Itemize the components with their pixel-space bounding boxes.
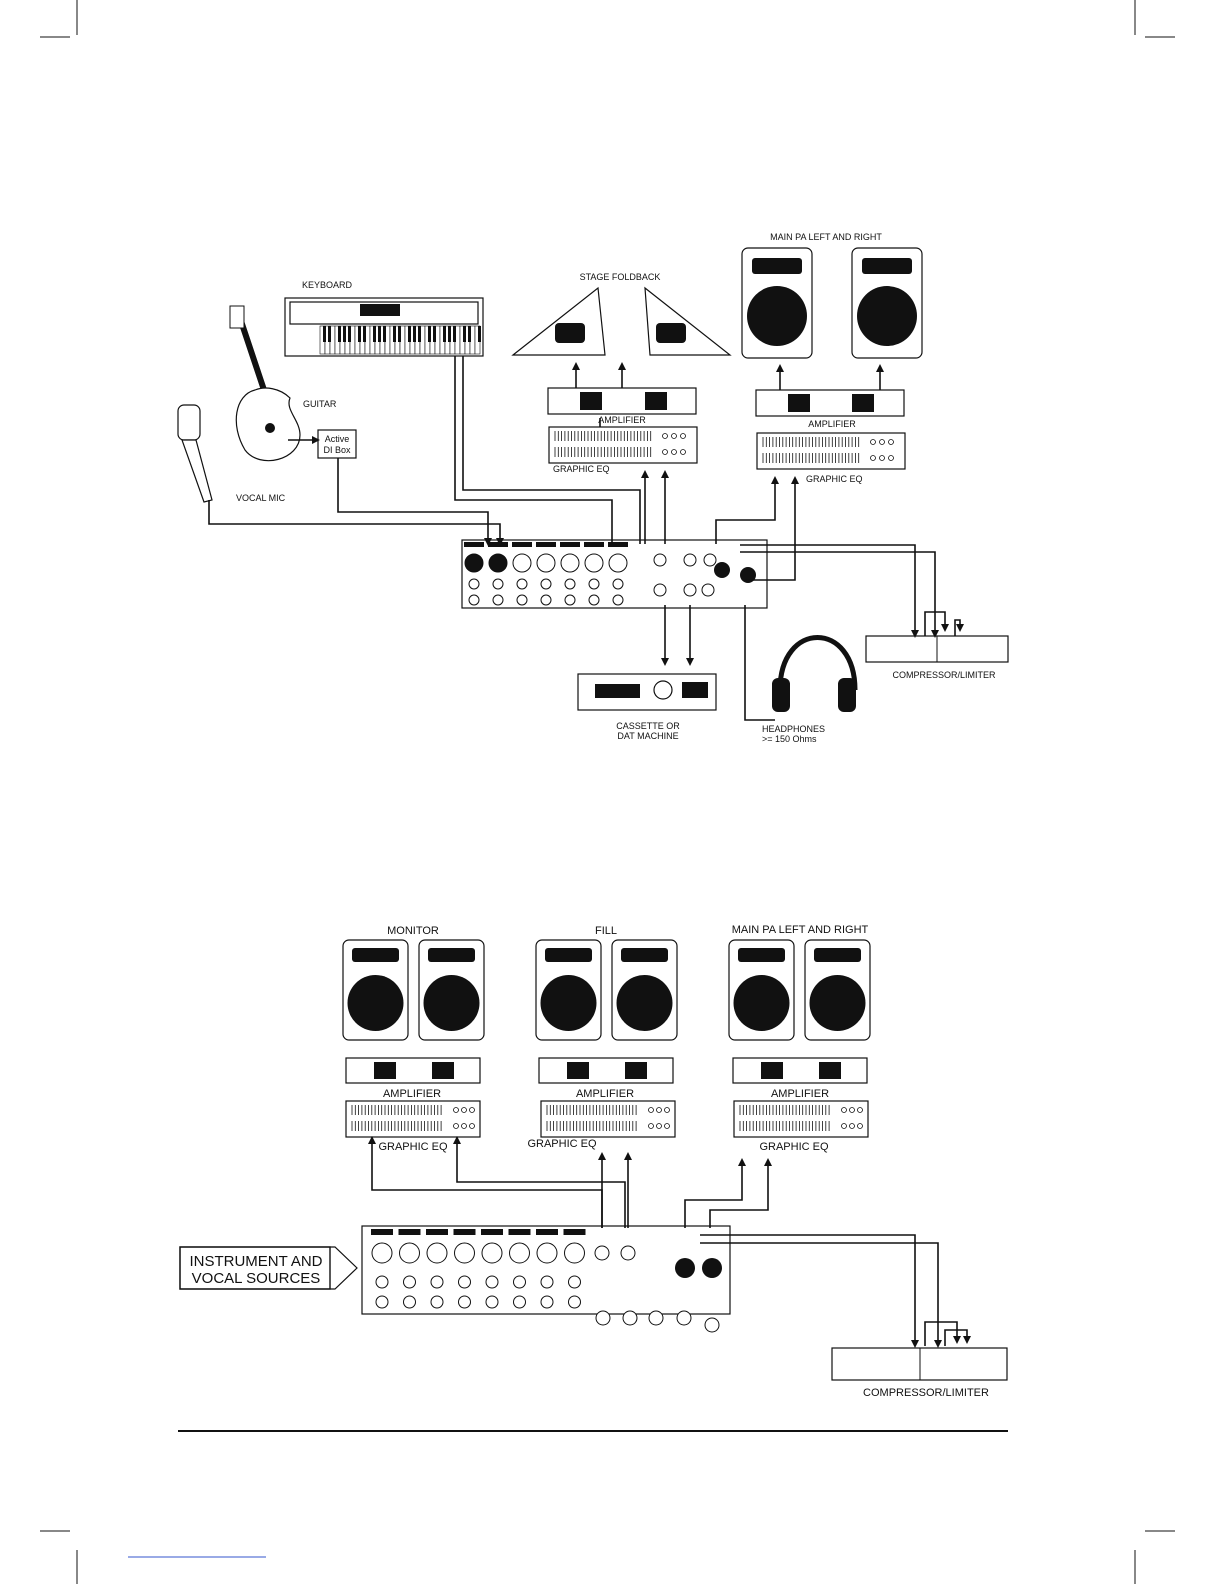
graphic-eq-right (756, 432, 906, 470)
amplifier-right (755, 389, 905, 417)
vocal-mic-label: VOCAL MIC (236, 493, 286, 503)
amplifier-3-label: AMPLIFIER (771, 1088, 829, 1100)
cassette-line1: CASSETTE OR (616, 721, 680, 731)
sources-arrow (179, 1246, 358, 1290)
graphic-eq-3-label: GRAPHIC EQ (759, 1141, 829, 1153)
compressor-top-label: COMPRESSOR/LIMITER (892, 670, 996, 680)
sources-line2: VOCAL SOURCES (192, 1270, 321, 1287)
di-box-line2: DI Box (323, 445, 351, 455)
di-box-line1: Active (325, 434, 350, 444)
cassette-dat-machine (577, 673, 717, 711)
di-box: Active DI Box (317, 429, 357, 459)
microphone-icon (177, 404, 213, 503)
headphones-line2: >= 150 Ohms (762, 734, 817, 744)
mixer-bottom (361, 1225, 731, 1333)
stage-foldback-label: STAGE FOLDBACK (580, 272, 661, 282)
amplifier-left (547, 387, 697, 415)
cassette-line2: DAT MACHINE (617, 731, 678, 741)
bottom-graphic-eqs (345, 1100, 869, 1138)
graphic-eq-2-label: GRAPHIC EQ (527, 1138, 597, 1150)
monitor-label: MONITOR (387, 925, 439, 937)
sources-line1: INSTRUMENT AND (189, 1253, 322, 1270)
bottom-diagram: MONITOR FILL MAIN PA LEFT AND RIGHT AMPL… (179, 924, 1008, 1399)
keyboard-label: KEYBOARD (302, 280, 353, 290)
amplifier-right-label: AMPLIFIER (808, 419, 856, 429)
amplifier-1-label: AMPLIFIER (383, 1088, 441, 1100)
crop-marks (40, 0, 1175, 1584)
cables-bottom (368, 1136, 971, 1348)
amplifier-2-label: AMPLIFIER (576, 1088, 634, 1100)
stage-foldback-wedges (511, 286, 732, 356)
compressor-limiter-top (865, 635, 1009, 663)
fill-label: FILL (595, 925, 617, 937)
main-pa-bottom-label: MAIN PA LEFT AND RIGHT (732, 924, 869, 936)
main-pa-label: MAIN PA LEFT AND RIGHT (770, 232, 882, 242)
graphic-eq-left-label: GRAPHIC EQ (553, 464, 610, 474)
amplifier-left-label: AMPLIFIER (598, 415, 646, 425)
headphones-line1: HEADPHONES (762, 724, 825, 734)
graphic-eq-1-label: GRAPHIC EQ (378, 1141, 448, 1153)
compressor-bottom-label: COMPRESSOR/LIMITER (863, 1387, 989, 1399)
main-pa-speakers (741, 247, 923, 359)
bottom-speakers (342, 939, 871, 1041)
mixer-top (461, 539, 768, 609)
keyboard-icon (284, 297, 484, 357)
bottom-amplifiers (345, 1057, 868, 1084)
graphic-eq-left (548, 426, 698, 464)
compressor-limiter-bottom (831, 1347, 1008, 1381)
guitar-icon (229, 305, 301, 462)
graphic-eq-right-label: GRAPHIC EQ (806, 474, 863, 484)
headphones-icon (772, 635, 858, 712)
top-diagram: KEYBOARD GUITAR Active DI Box VOCAL MIC (177, 232, 1009, 744)
cables-top (208, 356, 964, 721)
guitar-label: GUITAR (303, 399, 337, 409)
